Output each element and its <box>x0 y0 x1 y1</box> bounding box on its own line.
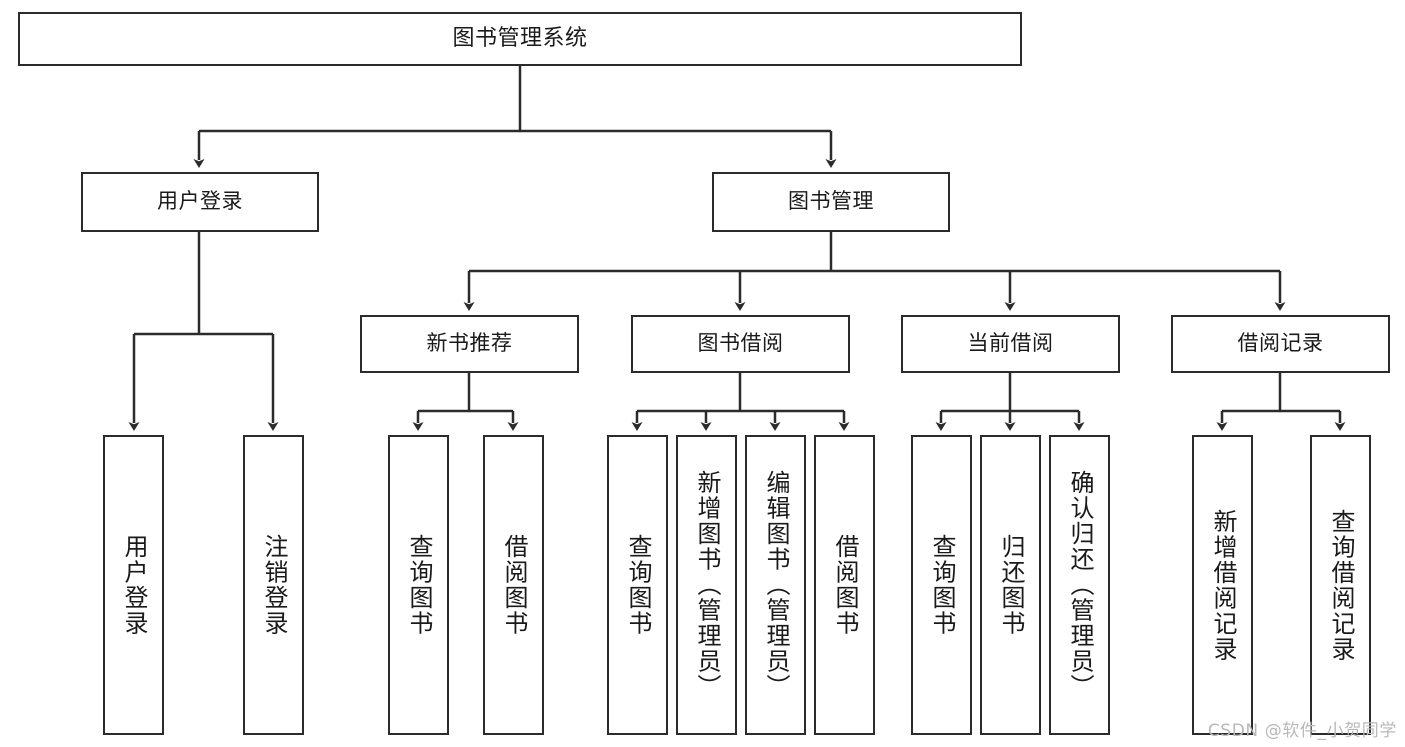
leaf-edit-book-admin[interactable]: 编辑图书（管理员） <box>745 435 806 735</box>
node-new-book-recommend[interactable]: 新书推荐 <box>360 315 579 373</box>
leaf-confirm-return-admin[interactable]: 确认归还（管理员） <box>1049 435 1110 735</box>
leaf-query-borrow-record[interactable]: 查询借阅记录 <box>1310 435 1371 735</box>
node-label: 确认归还（管理员） <box>1065 470 1094 700</box>
node-label: 查询图书 <box>927 534 956 636</box>
node-label: 归还图书 <box>996 534 1025 636</box>
leaf-logout[interactable]: 注销登录 <box>243 435 304 735</box>
node-label: 当前借阅 <box>967 331 1054 356</box>
watermark: CSDN @软件_小贺同学 <box>1207 721 1397 741</box>
node-user-login[interactable]: 用户登录 <box>81 172 319 232</box>
node-label: 注销登录 <box>259 534 288 636</box>
node-label: 图书借阅 <box>697 331 784 356</box>
node-borrow-record[interactable]: 借阅记录 <box>1171 315 1390 373</box>
node-root-system[interactable]: 图书管理系统 <box>18 12 1022 66</box>
node-label: 图书管理 <box>788 189 874 214</box>
leaf-add-borrow-record[interactable]: 新增借阅记录 <box>1192 435 1253 735</box>
node-label: 图书管理系统 <box>452 25 588 51</box>
node-label: 新书推荐 <box>426 331 513 356</box>
node-label: 编辑图书（管理员） <box>761 470 790 700</box>
node-label: 查询图书 <box>404 534 433 636</box>
leaf-borrow-book[interactable]: 借阅图书 <box>814 435 875 735</box>
leaf-return-book[interactable]: 归还图书 <box>980 435 1041 735</box>
leaf-add-book-admin[interactable]: 新增图书（管理员） <box>676 435 737 735</box>
leaf-borrow-book-new[interactable]: 借阅图书 <box>483 435 544 735</box>
node-label: 借阅图书 <box>830 534 859 636</box>
node-label: 查询借阅记录 <box>1326 508 1355 662</box>
leaf-query-book-new[interactable]: 查询图书 <box>388 435 449 735</box>
node-book-management[interactable]: 图书管理 <box>712 172 950 232</box>
node-label: 新增借阅记录 <box>1208 508 1237 662</box>
leaf-user-login[interactable]: 用户登录 <box>103 435 164 735</box>
node-label: 借阅图书 <box>499 534 528 636</box>
node-label: 查询图书 <box>623 534 652 636</box>
node-label: 借阅记录 <box>1237 331 1324 356</box>
leaf-query-book-current[interactable]: 查询图书 <box>911 435 972 735</box>
node-label: 用户登录 <box>119 534 148 636</box>
leaf-query-book-borrow[interactable]: 查询图书 <box>607 435 668 735</box>
node-label: 用户登录 <box>157 189 243 214</box>
node-label: 新增图书（管理员） <box>692 470 721 700</box>
node-book-borrow[interactable]: 图书借阅 <box>631 315 850 373</box>
node-current-borrow[interactable]: 当前借阅 <box>901 315 1120 373</box>
